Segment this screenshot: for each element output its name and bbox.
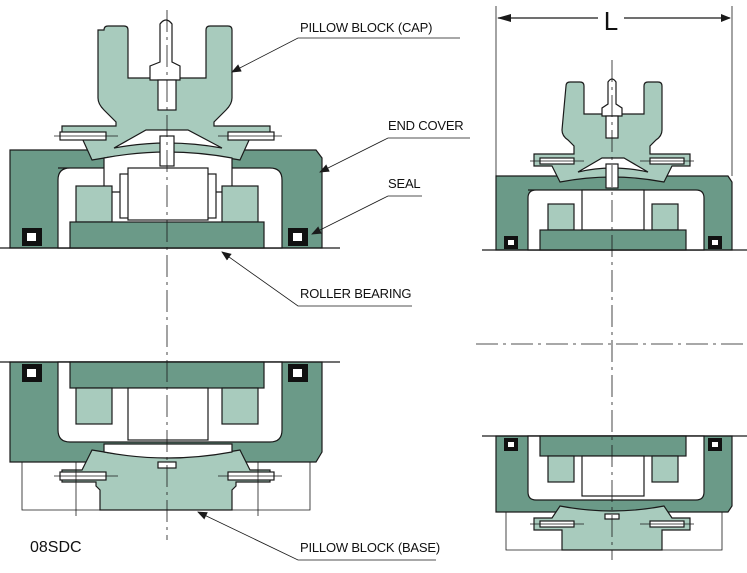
seal-right-upper-r-core bbox=[712, 240, 718, 245]
inner-ring-lower-r bbox=[539, 435, 687, 457]
inner-ring-upper-r bbox=[539, 229, 687, 251]
base-foot-r bbox=[505, 512, 723, 551]
seal-left-lower-core bbox=[27, 369, 36, 377]
seal-right-lower-core bbox=[293, 369, 302, 377]
roller-right-upper-r bbox=[651, 203, 679, 231]
base-bore bbox=[103, 443, 233, 459]
label-end-cover: END COVER bbox=[388, 118, 464, 133]
roller-left-lower bbox=[75, 387, 113, 425]
bearing-cage-inner bbox=[127, 167, 209, 221]
eyebolt bbox=[149, 19, 181, 81]
seal-left-upper-core bbox=[27, 233, 36, 241]
left-lower-assembly bbox=[0, 361, 340, 516]
bearing-cage-upper-r bbox=[581, 189, 645, 231]
roller-left-upper bbox=[75, 185, 113, 223]
bearing-cage-lower-r bbox=[581, 455, 645, 497]
label-seal: SEAL bbox=[388, 176, 420, 191]
roller-left-upper-r bbox=[547, 203, 575, 231]
label-pillow-block-base: PILLOW BLOCK (BASE) bbox=[300, 540, 440, 555]
left-upper-assembly bbox=[0, 19, 340, 249]
seal-left-upper-r-core bbox=[508, 240, 514, 245]
seal-left-lower-r-core bbox=[508, 442, 514, 447]
seal-right-lower-r-core bbox=[712, 442, 718, 447]
dimension-l-label: L bbox=[604, 6, 618, 36]
roller-right-lower-r bbox=[651, 455, 679, 483]
right-upper-assembly bbox=[482, 78, 747, 251]
roller-right-lower bbox=[221, 387, 259, 425]
bearing-cage-lower bbox=[127, 387, 209, 441]
right-lower-assembly bbox=[482, 435, 747, 551]
roller-left-lower-r bbox=[547, 455, 575, 483]
roller-right-upper bbox=[221, 185, 259, 223]
label-roller-bearing: ROLLER BEARING bbox=[300, 286, 411, 301]
callouts: PILLOW BLOCK (CAP) END COVER SEAL ROLLER… bbox=[197, 20, 470, 561]
dimension-l: L bbox=[495, 4, 733, 176]
model-code: 08SDC bbox=[30, 539, 82, 556]
label-pillow-block-cap: PILLOW BLOCK (CAP) bbox=[300, 20, 432, 35]
seal-right-upper-core bbox=[293, 233, 302, 241]
